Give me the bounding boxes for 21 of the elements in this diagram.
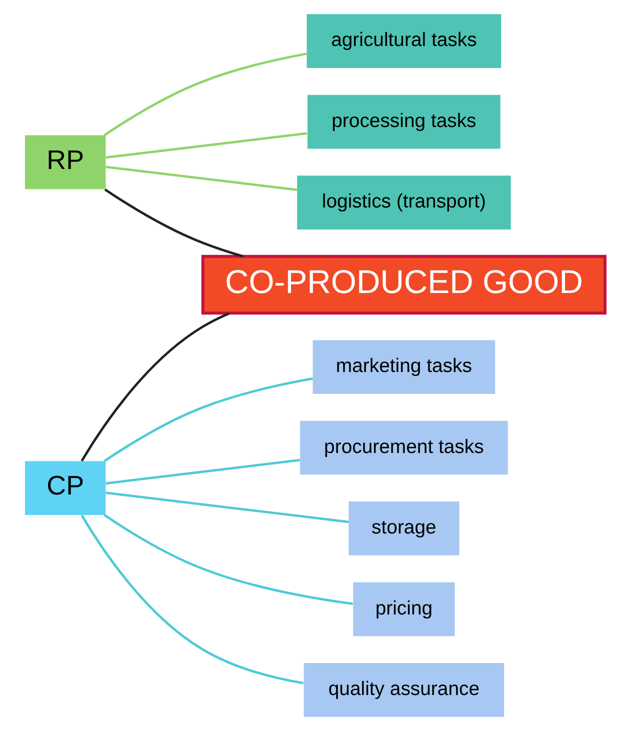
node-box: agricultural tasks (306, 14, 501, 68)
connector (80, 514, 304, 684)
node-box: CP (24, 461, 106, 515)
node-box: logistics (transport) (296, 176, 510, 230)
connector (103, 377, 312, 462)
connector (104, 188, 243, 258)
node-box: quality assurance (303, 663, 504, 717)
node-box: pricing (352, 582, 454, 636)
node-box: marketing tasks (312, 340, 495, 394)
connector (105, 132, 307, 159)
node-box: CO-PRODUCED GOOD (200, 254, 606, 315)
node-box: processing tasks (307, 94, 500, 149)
connector (105, 166, 297, 192)
connector (105, 458, 300, 485)
node-box: procurement tasks (300, 420, 508, 475)
connector (105, 492, 348, 524)
connector (103, 52, 306, 136)
connector (80, 312, 230, 462)
connector (103, 514, 352, 606)
node-box: storage (348, 502, 459, 556)
node-box: RP (24, 135, 106, 190)
